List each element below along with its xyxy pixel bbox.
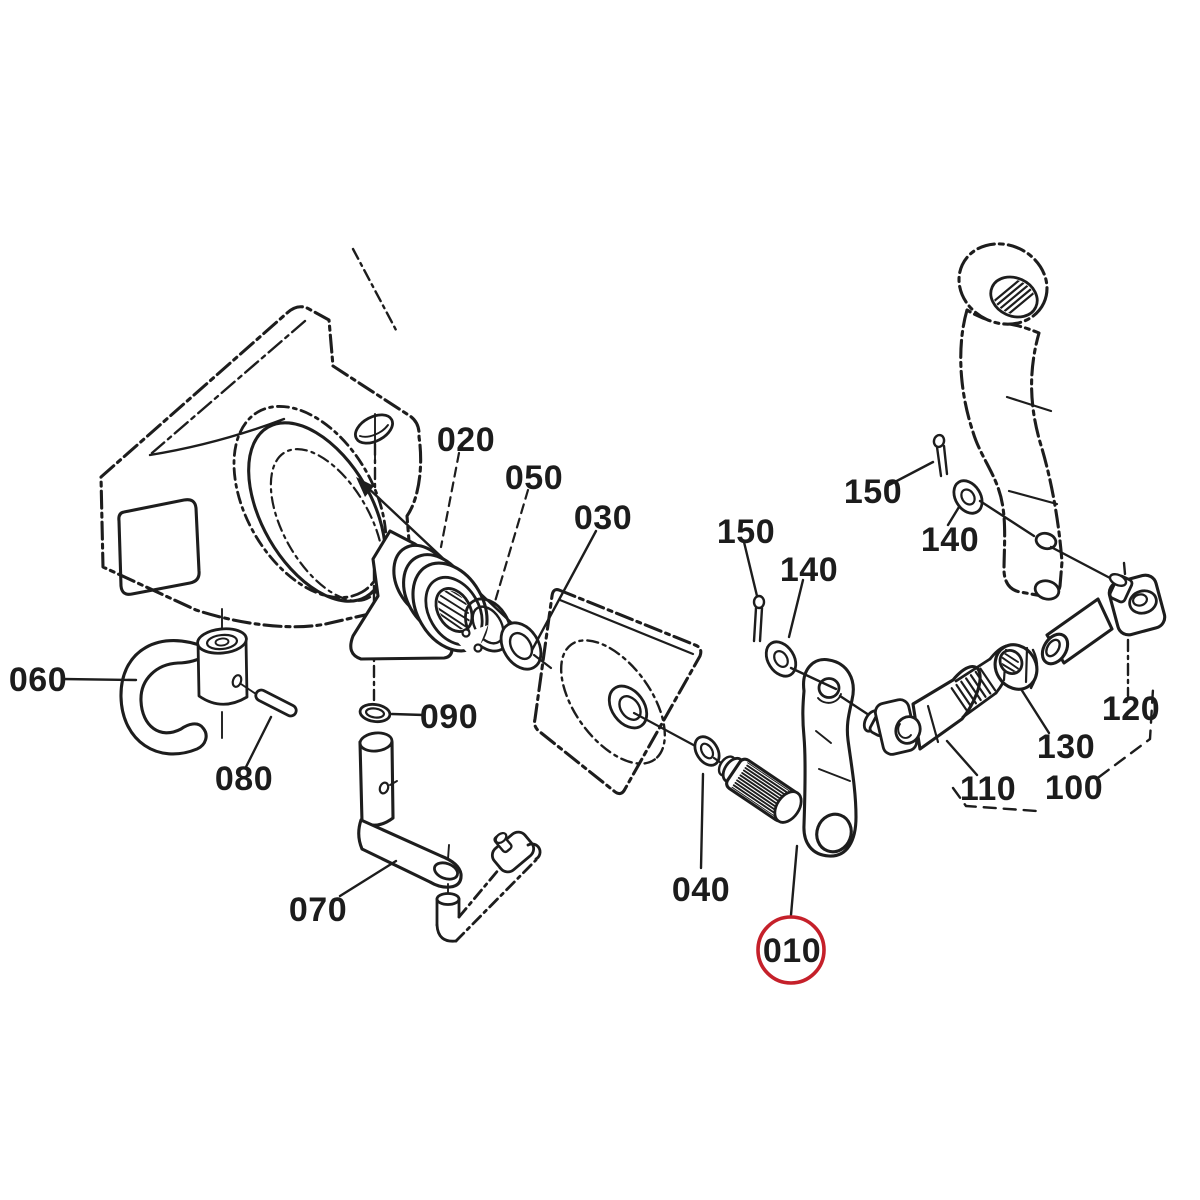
part-140-top-washer <box>952 479 1036 538</box>
leader-040 <box>699 772 705 870</box>
part-080-pin <box>254 688 298 718</box>
lever-socket <box>815 812 853 854</box>
callout-080: 080 <box>215 760 273 798</box>
leader-070 <box>338 859 398 898</box>
callout-040: 040 <box>672 871 730 909</box>
leader-010 <box>789 844 799 917</box>
leader-140-top <box>946 505 961 527</box>
callout-150-mid: 150 <box>717 513 775 551</box>
centerline-top <box>351 247 398 332</box>
lever-arm <box>801 658 858 858</box>
leader-150-mid <box>742 540 759 598</box>
housing-flange-hole <box>354 413 394 445</box>
callout-120: 120 <box>1102 690 1160 728</box>
leader-110 <box>945 739 979 777</box>
callout-050: 050 <box>505 459 563 497</box>
group-bracket-100-right <box>1097 687 1155 779</box>
housing-bore-phantom <box>232 405 388 599</box>
leader-030 <box>530 529 598 652</box>
callout-110: 110 <box>960 770 1016 808</box>
leader-150-top <box>887 460 935 487</box>
part-070-shaft-lever <box>357 731 463 904</box>
part-110-clevis <box>862 644 1015 756</box>
callout-060: 060 <box>9 661 67 699</box>
leader-lines <box>60 451 1155 917</box>
highlight-circle-010 <box>756 915 826 985</box>
callout-140-top: 140 <box>921 521 979 559</box>
callout-090: 090 <box>420 698 478 736</box>
collar <box>196 639 249 706</box>
upper-lever-reference <box>957 242 1112 601</box>
part-060-hook <box>119 608 257 756</box>
callout-100: 100 <box>1045 769 1103 807</box>
leader-080 <box>244 715 273 769</box>
leader-020 <box>439 451 461 549</box>
callout-140-mid: 140 <box>780 551 838 589</box>
leader-090 <box>390 712 426 717</box>
rod-clamp <box>490 830 536 874</box>
reference-rod <box>435 830 542 943</box>
callout-150-top: 150 <box>844 473 902 511</box>
group-bracket-100-left <box>951 786 1039 813</box>
leader-130 <box>1019 687 1051 735</box>
leader-060 <box>60 677 138 682</box>
part-130-nut <box>993 643 1039 691</box>
leader-140-mid <box>787 578 805 639</box>
callout-130: 130 <box>1037 728 1095 766</box>
part-150-mid-cotter-pin <box>752 594 766 643</box>
callout-020: 020 <box>437 421 495 459</box>
thread-lines <box>950 667 997 711</box>
part-140-mid-washer <box>764 640 877 721</box>
callout-030: 030 <box>574 499 632 537</box>
leader-050 <box>492 488 530 607</box>
part-030-washer <box>499 621 553 671</box>
part-040-o-ring <box>693 735 729 769</box>
part-010-lever-assembly <box>717 658 858 858</box>
callout-010: 010 <box>763 932 821 970</box>
part-120-rod-end <box>1040 561 1167 698</box>
callouts: 020 050 030 150 140 150 140 060 080 090 … <box>9 421 1160 970</box>
callout-070: 070 <box>289 891 347 929</box>
part-150-top-cotter-pin <box>932 433 949 478</box>
arrowhead <box>356 477 374 497</box>
housing-side-opening <box>117 498 201 596</box>
cover-plate <box>533 588 703 796</box>
part-090-o-ring <box>358 702 392 724</box>
